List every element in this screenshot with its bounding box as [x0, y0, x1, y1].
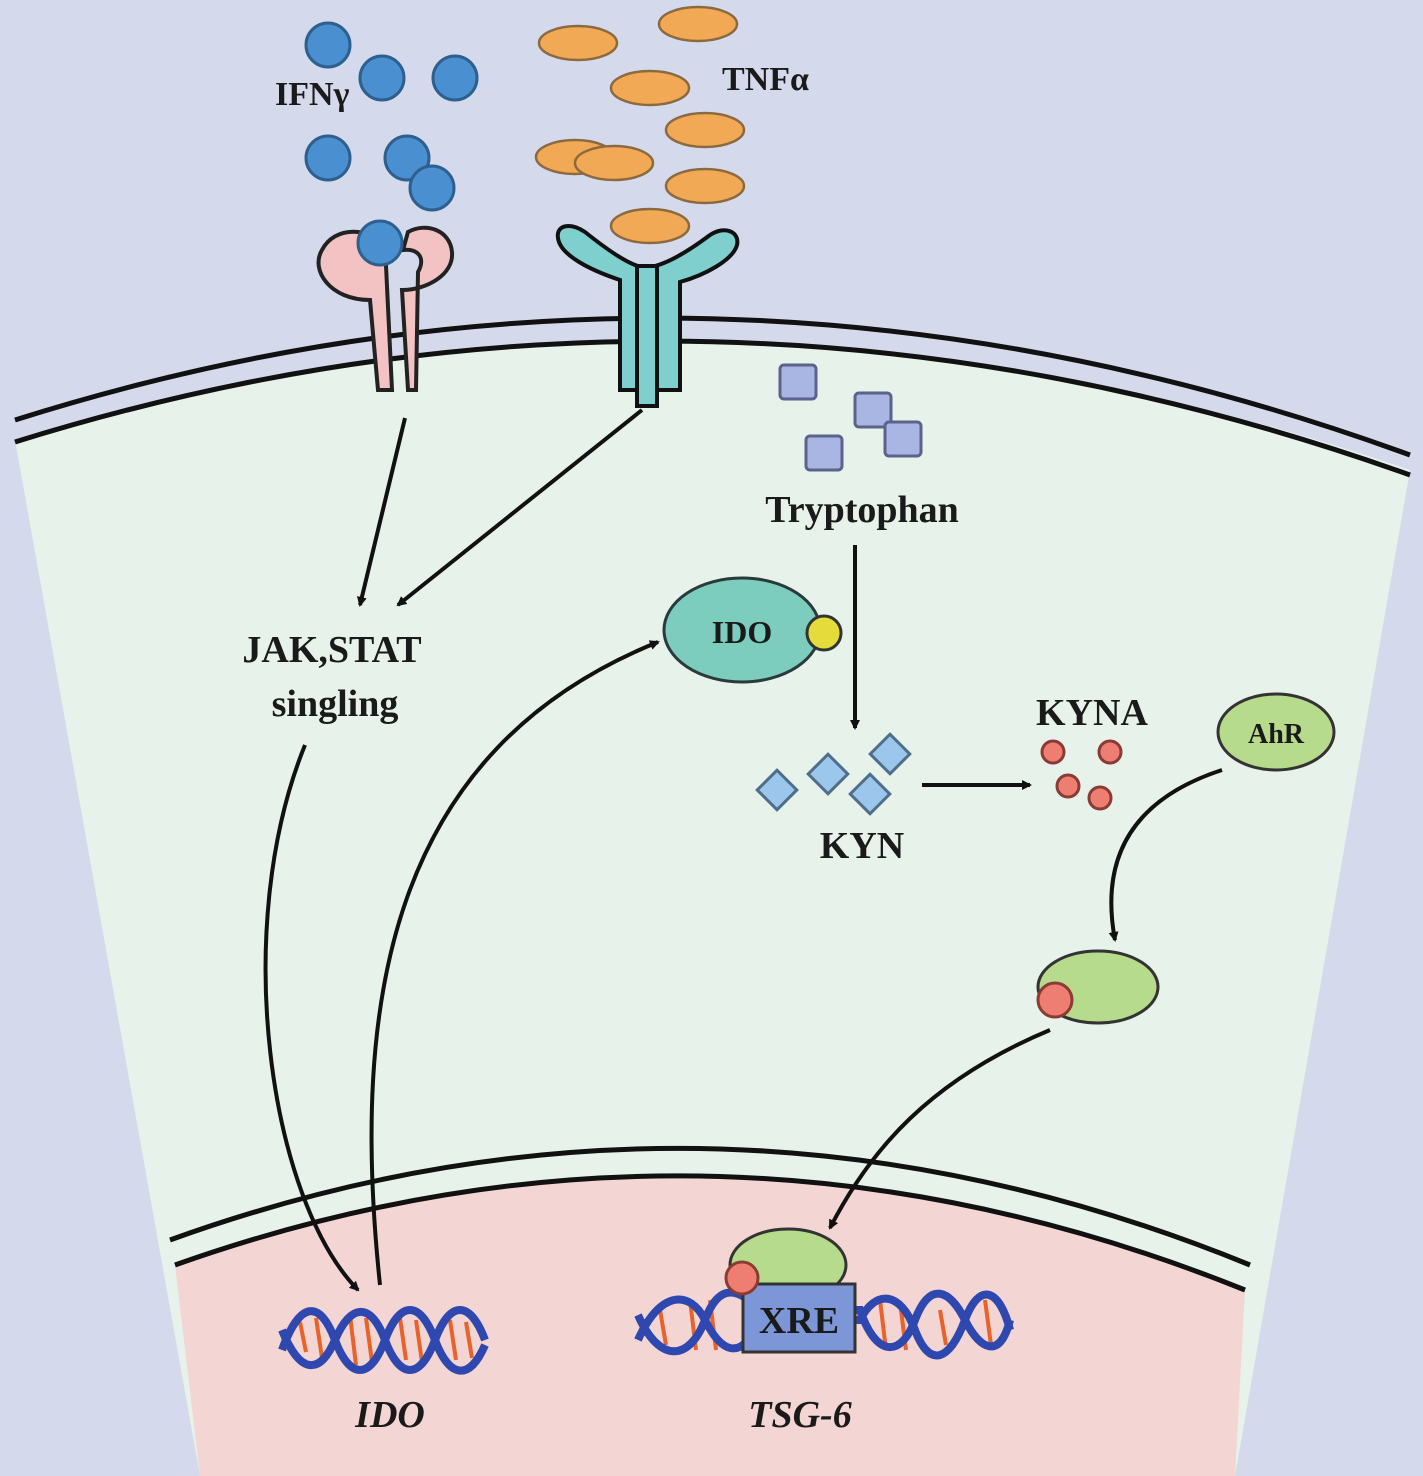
ahr-protein — [1216, 692, 1336, 772]
ifng-molecules — [304, 21, 479, 212]
kyn-molecules — [755, 732, 912, 816]
xre-label: XRE — [759, 1300, 839, 1342]
plasma-membrane-outer — [14, 315, 1411, 458]
ido-gene-dna — [278, 1306, 489, 1375]
tsg6-gene-label: TSG-6 — [748, 1394, 851, 1436]
tnfa-molecules — [534, 5, 746, 245]
ifng-bound — [356, 219, 404, 267]
plasma-membrane-inner — [14, 338, 1411, 478]
arrow-jak-to-ido-gene — [263, 744, 360, 1292]
tsg6-gene-dna — [634, 1288, 1014, 1360]
xre-kyna — [724, 1260, 760, 1296]
ido-gene-label: IDO — [354, 1394, 425, 1436]
ido-enzyme-label: IDO — [712, 614, 772, 650]
cytoplasm — [15, 342, 1410, 1476]
tryptophan-molecules — [778, 363, 923, 472]
nuclear-membrane-outer — [169, 1145, 1251, 1268]
kyna-label: KYNA — [1036, 692, 1148, 734]
jak-stat-label-line1: JAK,STAT — [242, 629, 421, 671]
kyna-molecules — [1040, 739, 1123, 811]
arrow-ido-gene-to-ido — [369, 640, 660, 1286]
arrow-complex-to-xre — [828, 1028, 1051, 1230]
jak-stat-label-line2: singling — [272, 683, 399, 725]
xre-box — [741, 1282, 857, 1354]
arrow-tnf-to-jak — [396, 408, 644, 607]
nuclear-membrane-inner — [174, 1173, 1246, 1293]
complex-kyna — [1036, 981, 1074, 1019]
ahr-label: AhR — [1248, 719, 1305, 750]
ifng-label: IFNγ — [275, 76, 350, 113]
kyn-label: KYN — [820, 825, 904, 867]
ido-cofactor — [805, 614, 843, 652]
tnfa-label: TNFα — [722, 61, 809, 98]
arrow-ahr-to-complex — [1108, 768, 1223, 942]
tnf-receptor — [555, 224, 740, 408]
arrow-ifng-to-jak — [357, 417, 407, 607]
tryptophan-label: Tryptophan — [765, 489, 959, 531]
